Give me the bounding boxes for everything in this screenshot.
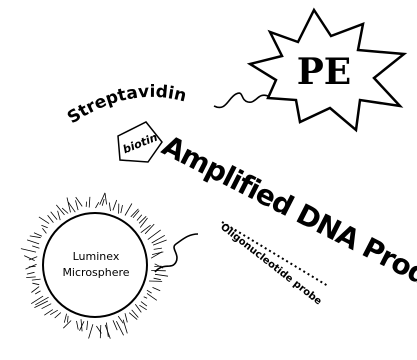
halo-ray xyxy=(101,198,105,206)
halo-ray xyxy=(30,295,44,305)
halo-ray xyxy=(124,203,133,216)
biotin-pentagon xyxy=(117,121,163,163)
hybridization-dotted-line xyxy=(221,221,329,287)
halo-ray xyxy=(57,210,61,221)
bead-linker-line xyxy=(154,233,199,273)
halo-ray xyxy=(67,315,69,323)
halo-ray xyxy=(76,320,79,330)
halo-ray xyxy=(63,313,67,323)
halo-ray xyxy=(32,245,40,249)
amplified-product-label: Amplified DNA Product xyxy=(157,129,417,314)
halo-ray xyxy=(41,303,52,310)
halo-ray xyxy=(104,324,111,339)
halo-ray xyxy=(49,309,59,316)
halo-ray xyxy=(33,232,43,237)
halo-ray xyxy=(29,235,41,239)
halo-ray xyxy=(154,263,164,269)
halo-ray xyxy=(112,320,118,331)
halo-ray xyxy=(34,290,41,295)
halo-ray xyxy=(122,319,128,334)
halo-ray xyxy=(75,200,79,211)
pe-linker-line xyxy=(213,92,269,109)
halo-ray xyxy=(151,234,166,244)
halo-ray xyxy=(116,321,124,336)
halo-ray xyxy=(55,204,65,216)
halo-ray xyxy=(63,320,72,329)
halo-ray xyxy=(31,278,41,281)
halo-ray xyxy=(138,216,147,224)
halo-ray xyxy=(42,228,47,234)
halo-ray xyxy=(68,202,76,213)
halo-ray xyxy=(50,211,58,220)
halo-ray xyxy=(117,315,124,324)
halo-ray xyxy=(128,312,138,320)
halo-ray xyxy=(153,247,162,250)
halo-ray xyxy=(61,207,69,214)
streptavidin-text: Streptavidin xyxy=(64,82,188,128)
halo-ray xyxy=(35,296,49,306)
halo-ray xyxy=(112,199,118,211)
halo-ray xyxy=(140,224,151,234)
halo-ray xyxy=(25,263,37,270)
halo-ray xyxy=(143,296,148,299)
halo-ray xyxy=(147,229,161,240)
halo-ray xyxy=(134,304,142,313)
halo-ray xyxy=(20,248,37,253)
halo-ray xyxy=(99,192,106,205)
streptavidin-label: Streptavidin xyxy=(64,82,188,128)
pe-label: PE xyxy=(297,51,352,93)
halo-ray xyxy=(140,301,148,307)
halo-ray xyxy=(47,214,54,223)
halo-ray xyxy=(80,319,83,332)
halo-ray xyxy=(144,223,155,235)
halo-ray xyxy=(54,312,62,319)
halo-ray xyxy=(108,202,111,212)
halo-ray xyxy=(136,214,143,221)
halo-ray xyxy=(124,313,128,323)
halo-ray xyxy=(31,286,40,293)
halo-ray xyxy=(32,282,40,286)
halo-ray xyxy=(146,293,158,301)
halo-ray xyxy=(139,217,148,228)
halo-ray xyxy=(38,216,50,224)
halo-ray xyxy=(24,255,35,261)
halo-ray xyxy=(130,208,139,218)
halo-ray xyxy=(152,287,161,292)
halo-ray xyxy=(153,277,161,281)
microsphere-label-line1: Luminex xyxy=(73,250,120,263)
halo-ray xyxy=(28,256,38,261)
halo-ray xyxy=(66,197,71,213)
halo-ray xyxy=(132,210,140,218)
halo-ray xyxy=(44,309,54,316)
halo-ray xyxy=(146,289,152,294)
halo-ray xyxy=(152,239,167,246)
halo-ray xyxy=(96,325,102,334)
halo-ray xyxy=(41,224,48,229)
halo-ray xyxy=(120,205,123,214)
microsphere-halo-rays xyxy=(20,192,169,339)
halo-ray xyxy=(154,273,169,277)
halo-ray xyxy=(26,239,40,245)
microsphere-label-line2: Microsphere xyxy=(62,266,129,279)
pe-starburst-shape xyxy=(246,7,408,133)
halo-ray xyxy=(95,202,100,209)
halo-ray xyxy=(139,304,147,311)
halo-ray xyxy=(150,251,163,259)
halo-ray xyxy=(88,196,91,208)
halo-ray xyxy=(75,196,83,207)
halo-ray xyxy=(86,320,89,331)
halo-ray xyxy=(26,271,35,275)
halo-ray xyxy=(88,324,94,339)
halo-ray xyxy=(26,276,36,278)
luminex-microsphere xyxy=(42,212,148,318)
halo-ray xyxy=(34,300,49,308)
halo-ray xyxy=(104,193,107,205)
halo-ray xyxy=(131,309,139,318)
